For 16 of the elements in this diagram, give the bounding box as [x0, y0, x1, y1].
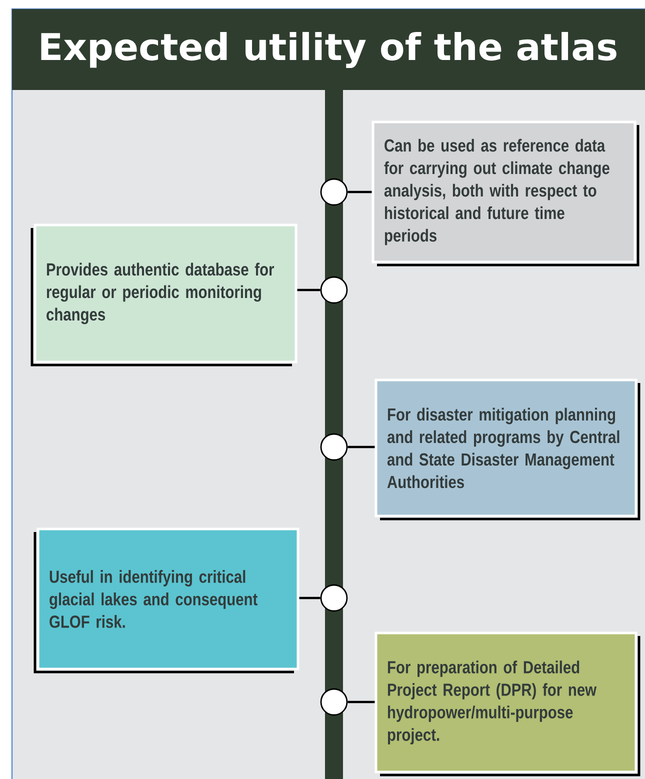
connector-line [348, 446, 375, 448]
timeline-circle [320, 688, 348, 716]
text-box: For disaster mitigation planning and related programs by Central and State Disaster Management Authorities [374, 378, 640, 520]
timeline-circle [320, 584, 348, 612]
connector-line [348, 190, 372, 194]
text-box: Can be used as reference data for carrying out climate change analysis, both with respect to historical and future time periods [372, 120, 640, 266]
text-box: Provides authentic database for regular or periodic monitoring changes [30, 224, 298, 366]
timeline-circle [320, 178, 348, 206]
connector-line [299, 596, 320, 600]
connector-line [348, 700, 375, 704]
timeline-circle [320, 276, 348, 304]
title-banner: Expected utility of the atlas [12, 9, 645, 90]
connector-line [297, 288, 320, 292]
text-box: Useful in identifying critical glacial lakes and consequent GLOF risk. [34, 528, 300, 674]
text-box: For preparation of Detailed Project Report (DPR) for new hydropower/multi-purpose project. [374, 632, 640, 776]
timeline-circle [320, 433, 348, 461]
